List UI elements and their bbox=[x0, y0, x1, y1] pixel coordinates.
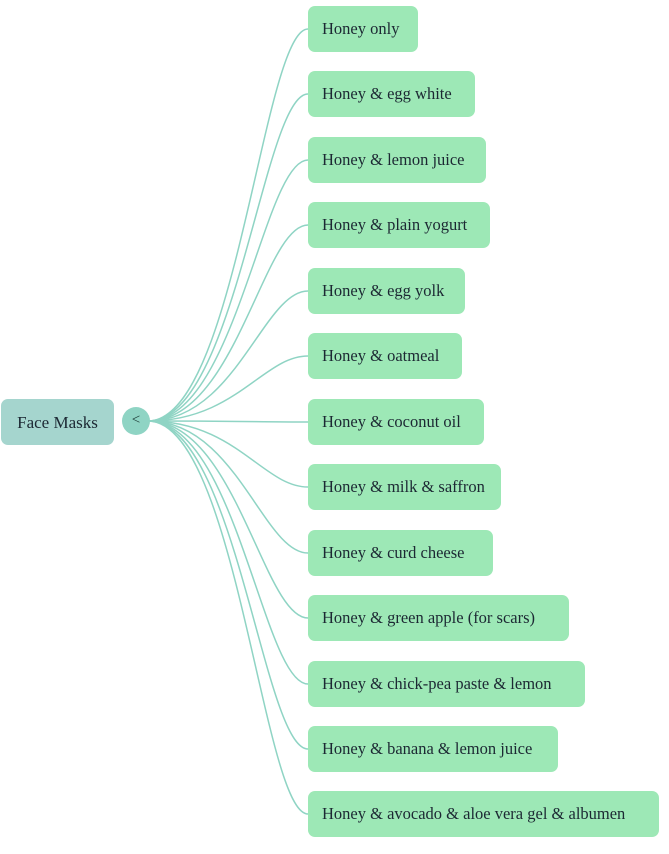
mindmap-edge bbox=[147, 159, 309, 422]
child-node[interactable]: Honey & avocado & aloe vera gel & albume… bbox=[308, 791, 659, 837]
child-node-label: Honey & egg yolk bbox=[322, 280, 445, 300]
child-node-label: Honey & egg white bbox=[322, 83, 452, 103]
child-node-label: Honey & chick-pea paste & lemon bbox=[322, 673, 552, 693]
mindmap-edge bbox=[147, 420, 309, 423]
child-node[interactable]: Honey & curd cheese bbox=[308, 530, 493, 576]
root-node-label: Face Masks bbox=[17, 412, 98, 432]
mindmap-edge bbox=[147, 420, 309, 554]
mindmap-edge bbox=[147, 28, 309, 422]
mindmap-edge bbox=[147, 420, 309, 619]
child-node[interactable]: Honey & lemon juice bbox=[308, 137, 486, 183]
mindmap-edge bbox=[147, 420, 309, 685]
mindmap-edge bbox=[147, 355, 309, 422]
mindmap-edge bbox=[147, 420, 309, 488]
child-node-label: Honey only bbox=[322, 18, 400, 38]
child-node[interactable]: Honey & banana & lemon juice bbox=[308, 726, 558, 772]
child-node[interactable]: Honey & egg white bbox=[308, 71, 475, 117]
child-node[interactable]: Honey & plain yogurt bbox=[308, 202, 490, 248]
child-node[interactable]: Honey only bbox=[308, 6, 418, 52]
mindmap-edge bbox=[147, 290, 309, 422]
root-node[interactable]: Face Masks bbox=[1, 399, 114, 445]
child-node[interactable]: Honey & chick-pea paste & lemon bbox=[308, 661, 585, 707]
child-node[interactable]: Honey & milk & saffron bbox=[308, 464, 501, 510]
child-node-label: Honey & avocado & aloe vera gel & albume… bbox=[322, 803, 626, 823]
child-node-label: Honey & green apple (for scars) bbox=[322, 607, 536, 627]
child-node-label: Honey & milk & saffron bbox=[322, 476, 485, 496]
child-node-label: Honey & oatmeal bbox=[322, 345, 440, 365]
mindmap-edge bbox=[147, 420, 309, 750]
child-node-label: Honey & coconut oil bbox=[322, 411, 461, 431]
child-node-label: Honey & plain yogurt bbox=[322, 214, 468, 234]
mindmap-edge bbox=[147, 420, 309, 815]
child-node-label: Honey & lemon juice bbox=[322, 149, 465, 169]
child-node-label: Honey & banana & lemon juice bbox=[322, 738, 533, 758]
child-node[interactable]: Honey & oatmeal bbox=[308, 333, 462, 379]
child-node-label: Honey & curd cheese bbox=[322, 542, 465, 562]
child-node[interactable]: Honey & coconut oil bbox=[308, 399, 484, 445]
chevron-left-icon: < bbox=[131, 412, 141, 428]
mindmap-edge bbox=[147, 93, 309, 422]
collapse-toggle-button[interactable]: < bbox=[122, 407, 150, 435]
child-node[interactable]: Honey & green apple (for scars) bbox=[308, 595, 569, 641]
child-node[interactable]: Honey & egg yolk bbox=[308, 268, 465, 314]
mindmap-edge bbox=[147, 224, 309, 422]
